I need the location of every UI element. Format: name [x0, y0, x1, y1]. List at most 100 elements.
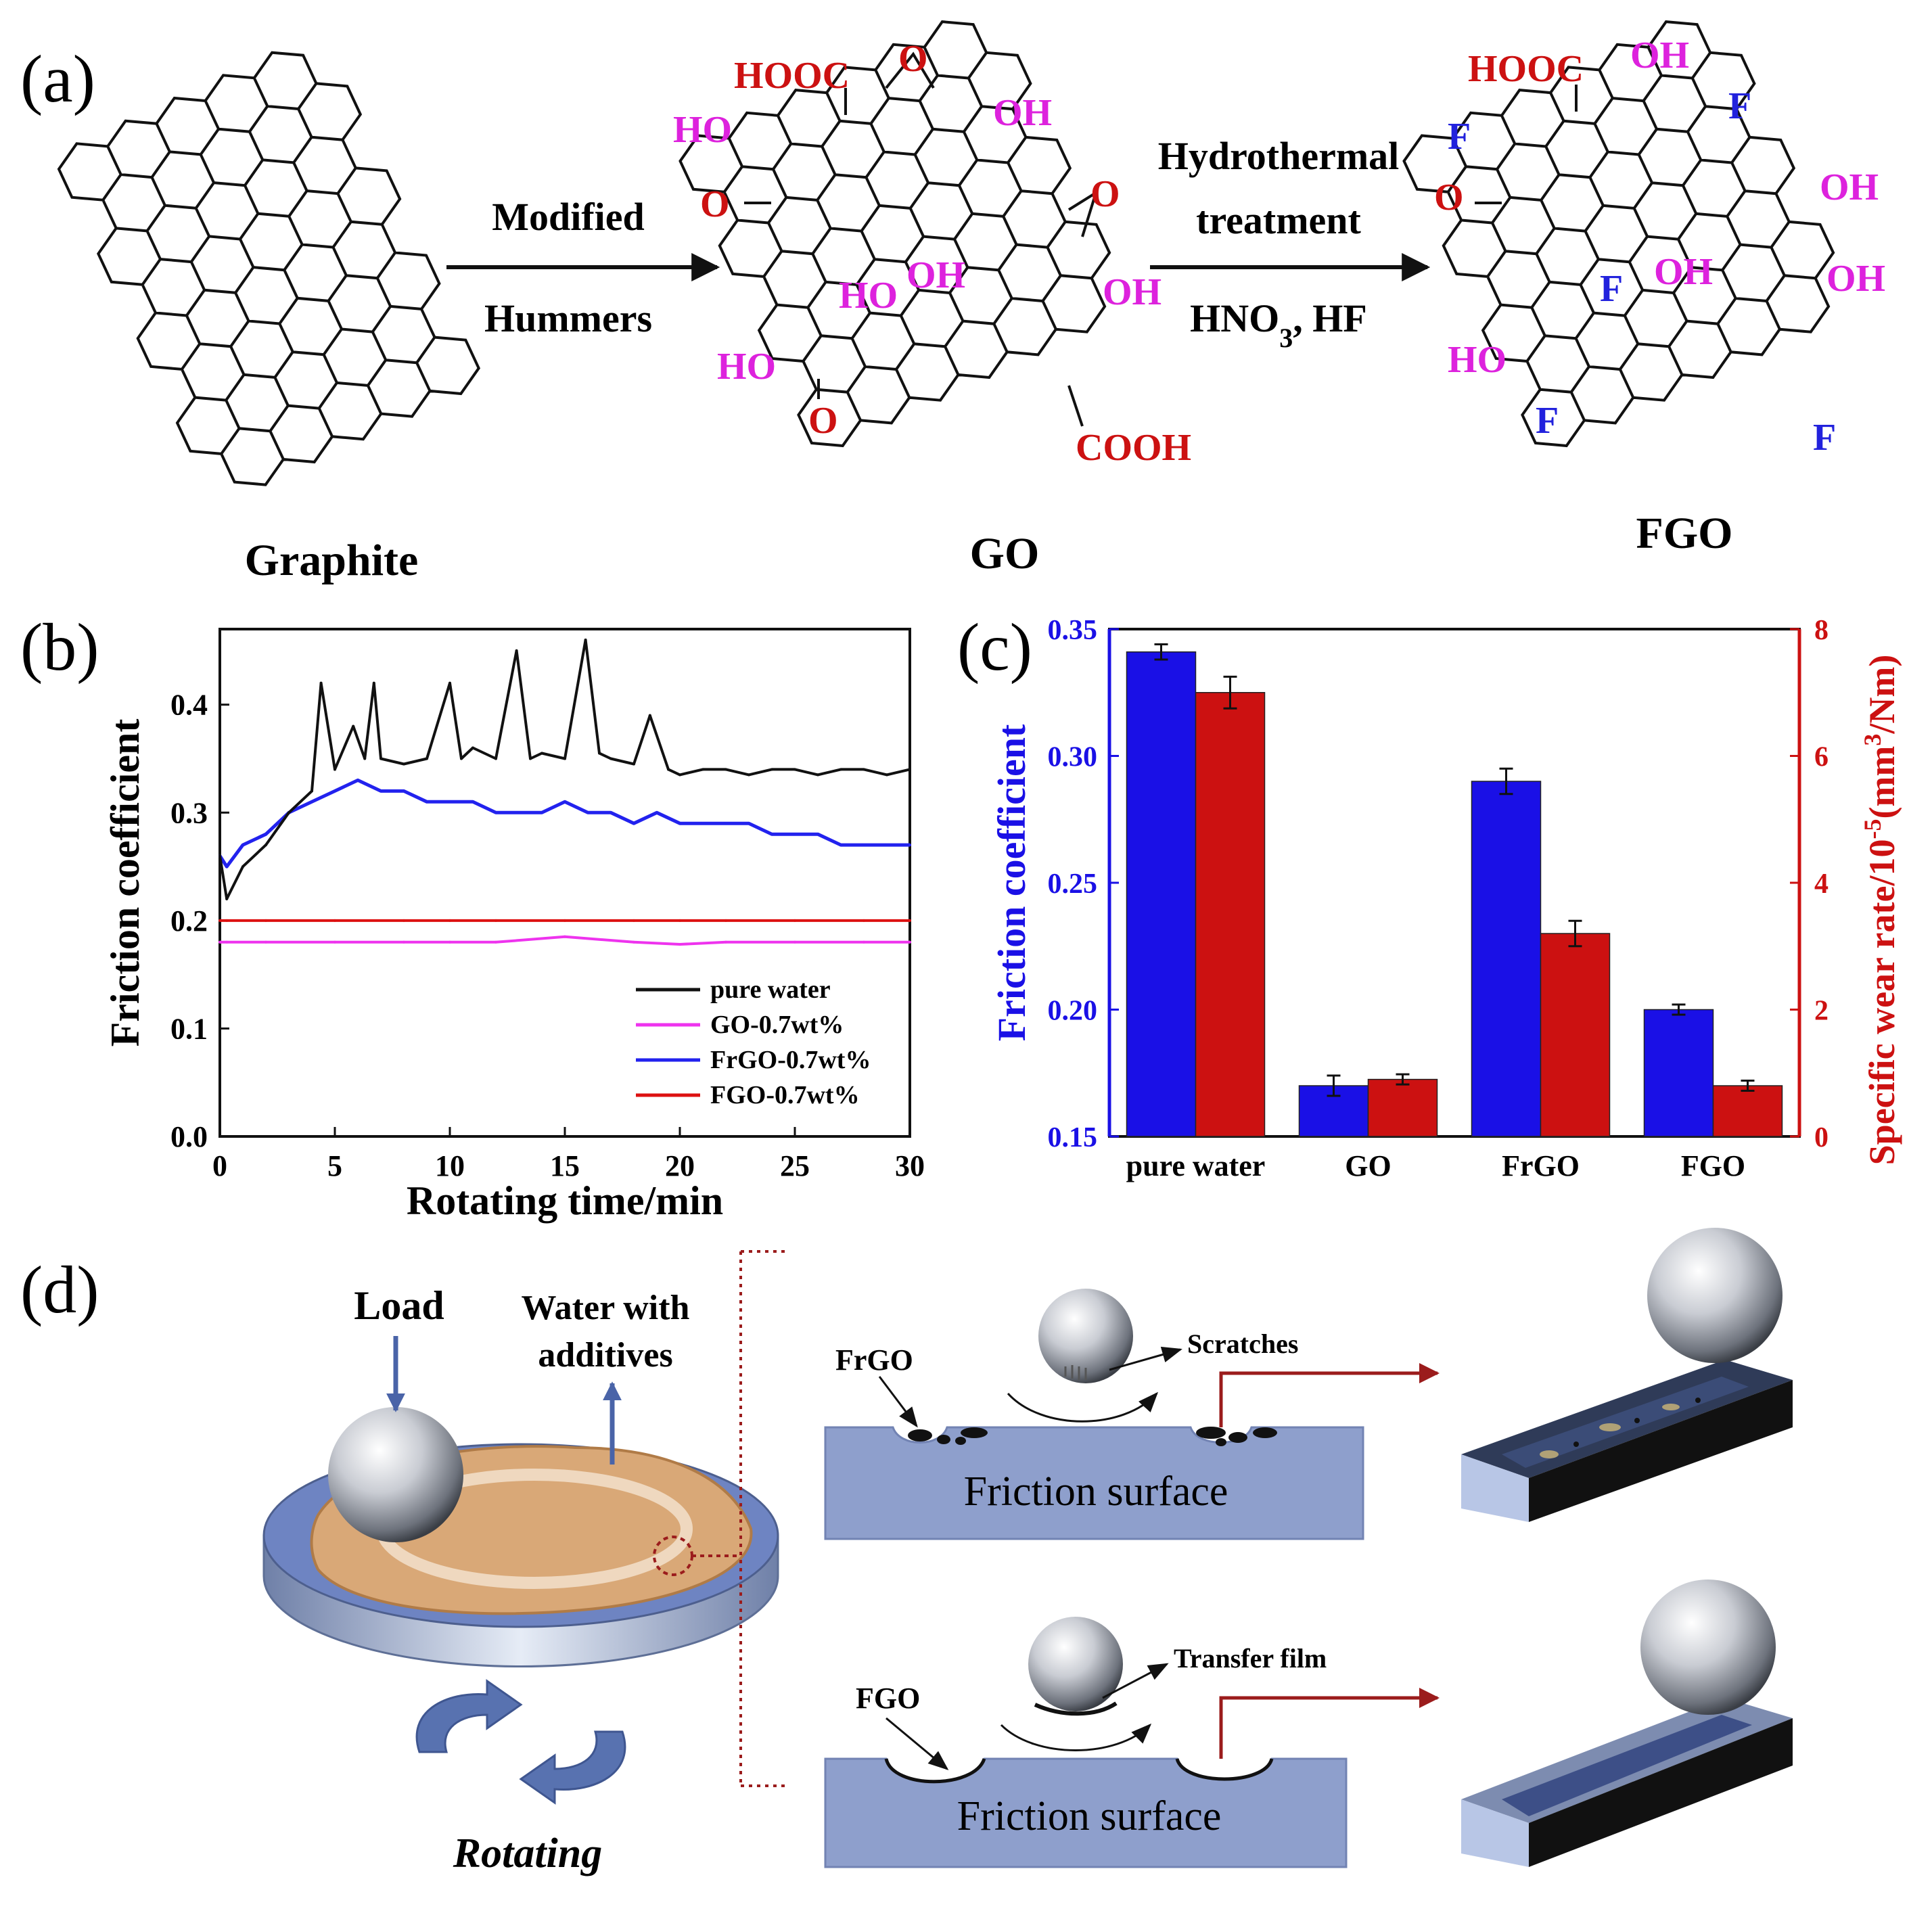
- chart-c-bar: [1126, 651, 1197, 1137]
- chart-b-point: [426, 757, 428, 760]
- arrow1-bottom-label: Hummers: [484, 296, 652, 340]
- go-hooc: HOOC: [734, 55, 850, 97]
- chart-b-point: [402, 940, 405, 944]
- chart-b-point: [334, 768, 336, 771]
- chart-b-point: [363, 757, 367, 760]
- chart-b-point: [724, 919, 727, 922]
- chart-c-y2tick-label: 6: [1814, 742, 1828, 773]
- debris: [1540, 1450, 1559, 1458]
- panel-d-label: (d): [20, 1252, 99, 1327]
- steel-ball-bottom: [1028, 1617, 1123, 1711]
- chart-b-point: [334, 789, 336, 793]
- chart-b-point: [632, 919, 635, 922]
- water-label-line1: Water with: [522, 1289, 690, 1327]
- chart-b-point: [702, 768, 704, 771]
- rotation-arrow-left: [415, 1679, 523, 1753]
- go-keto-low: O: [808, 400, 838, 442]
- chart-c-category-label: GO: [1345, 1149, 1391, 1182]
- chart-b-point: [448, 800, 451, 804]
- chart-b-point: [564, 757, 566, 760]
- chart-b-point: [724, 768, 727, 771]
- fgo-f-left: F: [1448, 116, 1471, 158]
- frgo-particle: [937, 1435, 950, 1444]
- chart-b-point: [225, 919, 229, 922]
- debris: [1695, 1398, 1701, 1403]
- fgo-name: FGO: [1636, 509, 1733, 558]
- chart-b-point: [495, 757, 497, 760]
- water-label-line2: additives: [538, 1336, 672, 1375]
- chart-b-point: [518, 811, 520, 814]
- go-functional-groups: HOOC O OH HO O O HO OH OH HO O COOH: [673, 38, 1191, 469]
- fgo-ho-low: HO: [1448, 339, 1506, 381]
- go-oh-mid: OH: [906, 254, 965, 296]
- transfer-film-right: [1175, 1758, 1274, 1781]
- chart-b-point: [264, 940, 267, 944]
- go-epox-top: O: [898, 38, 928, 80]
- go-cooh: COOH: [1076, 427, 1191, 469]
- panel-b-label: (b): [20, 609, 99, 685]
- chart-b-point: [380, 757, 382, 760]
- chart-b-point: [334, 919, 336, 922]
- chart-b-point: [862, 844, 865, 847]
- chart-b-point: [540, 811, 543, 814]
- debris: [1662, 1404, 1680, 1410]
- arrow2-line2: treatment: [1196, 198, 1361, 242]
- result-arrow-top: [1219, 1363, 1440, 1427]
- chart-b-ytick-label: 0.3: [170, 796, 208, 829]
- chart-b-point: [529, 757, 532, 760]
- chart-c-y2label: Specific wear rate/10-5(mm3/Nm): [1859, 655, 1902, 1166]
- chart-b-point: [724, 822, 727, 825]
- chart-b-point: [472, 746, 474, 750]
- arrow2-hno: HNO: [1190, 296, 1279, 340]
- chart-b-xlabel: Rotating time/min: [407, 1178, 723, 1223]
- chart-b-point: [225, 865, 229, 869]
- fgo-f-low-left: F: [1536, 400, 1559, 442]
- chart-b-point: [218, 919, 221, 922]
- ball-film: [1034, 1701, 1118, 1716]
- scratches-label: Scratches: [1187, 1329, 1298, 1359]
- fgo-oh-right1: OH: [1820, 166, 1879, 208]
- chart-b-point: [816, 773, 819, 777]
- graphite-name: Graphite: [245, 536, 419, 585]
- frgo-pointer: [878, 1376, 918, 1428]
- transfer-film-left: [884, 1757, 986, 1784]
- chart-c-y2label-main: Specific wear rate/10: [1862, 839, 1902, 1166]
- chart-b-point: [310, 789, 313, 793]
- chart-b-legend-label: FGO-0.7wt%: [710, 1081, 860, 1109]
- chart-b-point: [678, 919, 681, 922]
- chart-b-point: [402, 762, 405, 766]
- go-structure: [678, 20, 1111, 448]
- chart-b-point: [862, 768, 865, 771]
- transfer-film-label: Transfer film: [1174, 1643, 1327, 1674]
- sliding-arrow-bottom: [1000, 1723, 1152, 1751]
- chart-b-point: [264, 919, 267, 922]
- chart-c-y2label-mid: (mm: [1862, 746, 1902, 819]
- arrow1-top-label: Modified: [492, 195, 645, 239]
- chart-c-bar: [1195, 692, 1266, 1137]
- chart-b-point: [584, 638, 587, 641]
- chart-b-point: [540, 752, 543, 755]
- chart-b-point: [656, 811, 658, 814]
- fgo-functional-groups: HOOC OH F F O OH F OH OH HO F F: [1434, 34, 1885, 459]
- frgo-particle: [1196, 1427, 1226, 1439]
- go-ho-mid: HO: [839, 275, 898, 317]
- chart-b-point: [886, 844, 888, 847]
- chart-b-xtick-label: 25: [780, 1149, 810, 1182]
- chart-b-point: [242, 865, 244, 869]
- go-name: GO: [970, 529, 1040, 578]
- friction-surface-top-label: Friction surface: [964, 1469, 1228, 1515]
- block-3d-scratched: [1461, 1228, 1793, 1522]
- chart-c-ylabel: Friction coefficient: [990, 724, 1034, 1041]
- fgo-oh-mid: OH: [1654, 251, 1713, 293]
- arrow2-line3: HNO3, HF: [1190, 296, 1367, 353]
- fgo-f-low-right: F: [1813, 417, 1836, 459]
- chart-b-ytick-label: 0.1: [170, 1012, 208, 1045]
- chart-b-point: [515, 649, 518, 652]
- fgo-hex-grid: [1402, 20, 1835, 448]
- chart-b-xtick-label: 5: [327, 1149, 342, 1182]
- fgo-pointer: [886, 1717, 949, 1770]
- steel-ball-block-bottom: [1640, 1580, 1776, 1715]
